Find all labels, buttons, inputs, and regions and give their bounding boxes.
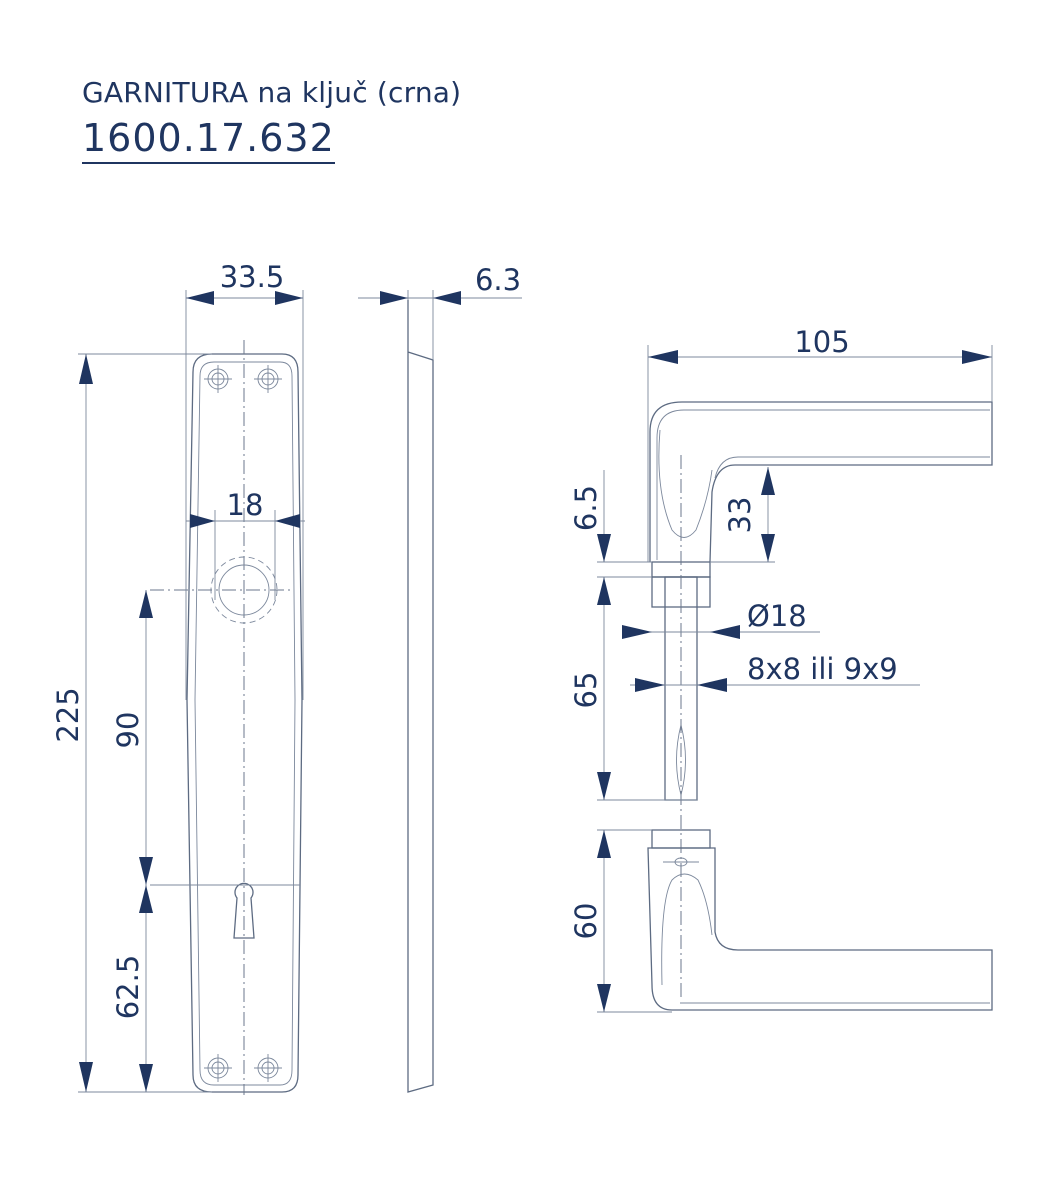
dim-keyhole-to-bottom: 62.5 bbox=[111, 955, 145, 1020]
dim-plate-thickness: 6.3 bbox=[475, 263, 521, 297]
dimension-lines bbox=[78, 290, 992, 1093]
dim-rose-offset: 18 bbox=[227, 488, 264, 522]
product-code: 1600.17.632 bbox=[82, 116, 335, 164]
handle-side-view bbox=[647, 345, 993, 1011]
product-title: GARNITURA na ključ (crna) bbox=[82, 76, 462, 109]
screw-hole-icon bbox=[204, 365, 282, 1082]
dim-lower-handle-height: 60 bbox=[569, 903, 603, 940]
dim-spindle-to-keyhole: 90 bbox=[111, 712, 145, 749]
dim-spindle-size: 8x8 ili 9x9 bbox=[747, 652, 898, 686]
backplate-front-view bbox=[150, 340, 303, 1095]
keyhole-icon bbox=[150, 882, 300, 939]
dim-plate-height: 225 bbox=[51, 687, 85, 742]
dim-handle-length: 105 bbox=[794, 325, 849, 359]
dim-rose-height: 6.5 bbox=[569, 485, 603, 531]
dim-plate-width: 33.5 bbox=[220, 260, 285, 294]
backplate-side-view bbox=[407, 290, 434, 1093]
rose-hole-icon bbox=[150, 556, 290, 624]
dim-handle-neck: 33 bbox=[723, 497, 757, 534]
dim-spindle-length: 65 bbox=[569, 672, 603, 709]
dim-rose-diameter: Ø18 bbox=[747, 599, 807, 633]
